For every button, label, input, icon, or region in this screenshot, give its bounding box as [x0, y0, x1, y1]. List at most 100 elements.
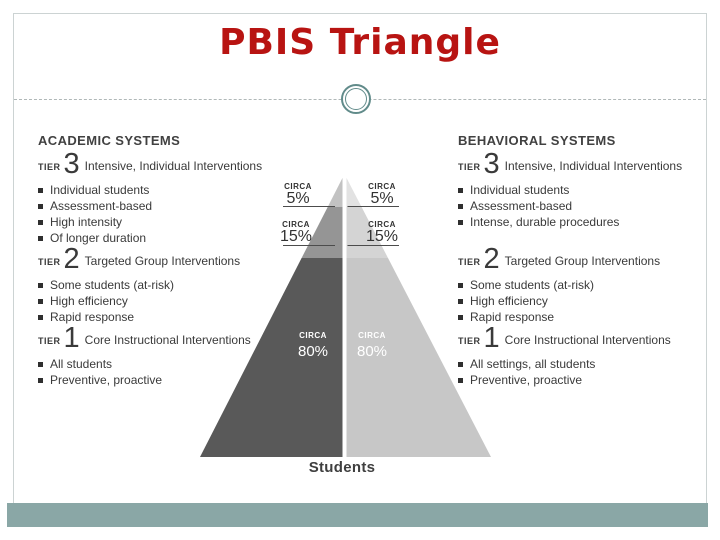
- bullet-square-icon: [38, 282, 43, 288]
- list-item: All students: [38, 356, 298, 372]
- bullet-text: Rapid response: [470, 310, 555, 324]
- slide-title: PBIS Triangle: [219, 22, 501, 63]
- students-caption: Students: [308, 459, 376, 476]
- footer-bar: [7, 503, 708, 527]
- circa-word: CIRCA: [284, 182, 312, 191]
- list-item: Intense, durable procedures: [458, 214, 718, 230]
- bullet-square-icon: [458, 203, 463, 209]
- tier-title: Core Instructional Interventions: [504, 333, 671, 347]
- tier-word: TIER: [458, 336, 481, 346]
- bullet-square-icon: [458, 377, 463, 383]
- tier-title: Targeted Group Interventions: [84, 254, 241, 268]
- circa-value: 15%: [279, 228, 313, 245]
- circa-word: CIRCA: [368, 220, 396, 229]
- tier-word: TIER: [458, 162, 481, 172]
- right-80pct-label: CIRCA 80%: [347, 331, 397, 359]
- circa-value: 80%: [297, 343, 329, 360]
- list-item: Assessment-based: [38, 198, 298, 214]
- tier-number: 1: [63, 322, 80, 354]
- bullet-square-icon: [458, 187, 463, 193]
- behavioral-tier-2-bullets: Some students (at-risk) High efficiency …: [458, 277, 718, 325]
- tier-word: TIER: [458, 257, 481, 267]
- tier-title: Targeted Group Interventions: [504, 254, 661, 268]
- bullet-square-icon: [38, 298, 43, 304]
- left-80pct-label: CIRCA 80%: [288, 331, 338, 359]
- bullet-square-icon: [38, 361, 43, 367]
- bullet-text: Rapid response: [50, 310, 135, 324]
- list-item: Rapid response: [38, 309, 298, 325]
- academic-tier-1-heading: TIER 1 Core Instructional Interventions: [38, 322, 298, 354]
- bullet-text: Of longer duration: [50, 231, 147, 245]
- academic-tier-3-bullets: Individual students Assessment-based Hig…: [38, 182, 298, 246]
- bullet-text: High intensity: [50, 215, 123, 229]
- tier-word: TIER: [38, 257, 61, 267]
- bullet-square-icon: [38, 187, 43, 193]
- behavioral-tier-3-heading: TIER 3 Intensive, Individual Interventio…: [458, 148, 718, 180]
- list-item: Of longer duration: [38, 230, 298, 246]
- list-item: High intensity: [38, 214, 298, 230]
- behavioral-tier-1-heading: TIER 1 Core Instructional Interventions: [458, 324, 718, 353]
- left-5pct-label: CIRCA 5%: [278, 182, 318, 207]
- list-item: Some students (at-risk): [38, 277, 298, 293]
- circa-value: 5%: [286, 190, 310, 207]
- tier-title: Intensive, Individual Interventions: [504, 159, 683, 173]
- bullet-square-icon: [458, 219, 463, 225]
- right-5pct-label: CIRCA 5%: [362, 182, 402, 207]
- circa-word: CIRCA: [368, 182, 396, 191]
- tier-word: TIER: [38, 162, 61, 172]
- list-item: Rapid response: [458, 309, 718, 325]
- tier-number: 2: [483, 243, 500, 275]
- bullet-text: All settings, all students: [470, 357, 596, 371]
- bullet-text: Some students (at-risk): [50, 278, 175, 292]
- bullet-text: High efficiency: [50, 294, 128, 308]
- bullet-square-icon: [38, 235, 43, 241]
- list-item: High efficiency: [458, 293, 718, 309]
- bullet-square-icon: [38, 314, 43, 320]
- separator-circle-inner-ring: [345, 88, 367, 110]
- list-item: Preventive, proactive: [38, 372, 298, 388]
- academic-systems-column: ACADEMIC SYSTEMS TIER 3 Intensive, Indiv…: [38, 0, 298, 500]
- bullet-text: Preventive, proactive: [470, 373, 583, 387]
- academic-tier-3: TIER 3 Intensive, Individual Interventio…: [38, 150, 298, 246]
- behavioral-systems-column: BEHAVIORAL SYSTEMS TIER 3 Intensive, Ind…: [458, 0, 718, 500]
- academic-tier-2-bullets: Some students (at-risk) High efficiency …: [38, 277, 298, 325]
- circa-word: CIRCA: [358, 331, 386, 340]
- behavioral-tier-1: TIER 1 Core Instructional Interventions …: [458, 324, 718, 388]
- list-item: High efficiency: [38, 293, 298, 309]
- academic-tier-2-heading: TIER 2 Targeted Group Interventions: [38, 245, 298, 274]
- circa-value: 15%: [365, 228, 399, 245]
- academic-tier-1: TIER 1 Core Instructional Interventions …: [38, 322, 298, 388]
- list-item: Preventive, proactive: [458, 372, 718, 388]
- bullet-square-icon: [458, 282, 463, 288]
- list-item: Individual students: [38, 182, 298, 198]
- behavioral-tier-2-heading: TIER 2 Targeted Group Interventions: [458, 243, 718, 275]
- bullet-square-icon: [458, 361, 463, 367]
- bullet-text: Preventive, proactive: [50, 373, 163, 387]
- circa-word: CIRCA: [299, 331, 327, 340]
- academic-systems-header: ACADEMIC SYSTEMS: [38, 133, 181, 148]
- tier-number: 3: [483, 148, 500, 180]
- bullet-text: High efficiency: [470, 294, 548, 308]
- circa-word: CIRCA: [282, 220, 310, 229]
- academic-tier-1-bullets: All students Preventive, proactive: [38, 356, 298, 388]
- bullet-square-icon: [38, 203, 43, 209]
- behavioral-tier-3-bullets: Individual students Assessment-based Int…: [458, 182, 718, 230]
- bullet-square-icon: [458, 314, 463, 320]
- list-item: Assessment-based: [458, 198, 718, 214]
- tier-word: TIER: [38, 336, 61, 346]
- list-item: Individual students: [458, 182, 718, 198]
- list-item: Some students (at-risk): [458, 277, 718, 293]
- circa-value: 80%: [356, 343, 388, 360]
- pyramid-right-tier3-segment: [346, 177, 362, 207]
- bullet-text: Some students (at-risk): [470, 278, 595, 292]
- academic-tier-2: TIER 2 Targeted Group Interventions Some…: [38, 245, 298, 325]
- bullet-square-icon: [38, 219, 43, 225]
- bullet-text: Assessment-based: [470, 199, 573, 213]
- left-15pct-label: CIRCA 15%: [274, 220, 318, 245]
- academic-tier-3-heading: TIER 3 Intensive, Individual Interventio…: [38, 150, 298, 179]
- pyramid-left-tier3-segment: [327, 177, 343, 207]
- bullet-text: Individual students: [470, 183, 570, 197]
- behavioral-tier-1-bullets: All settings, all students Preventive, p…: [458, 356, 718, 388]
